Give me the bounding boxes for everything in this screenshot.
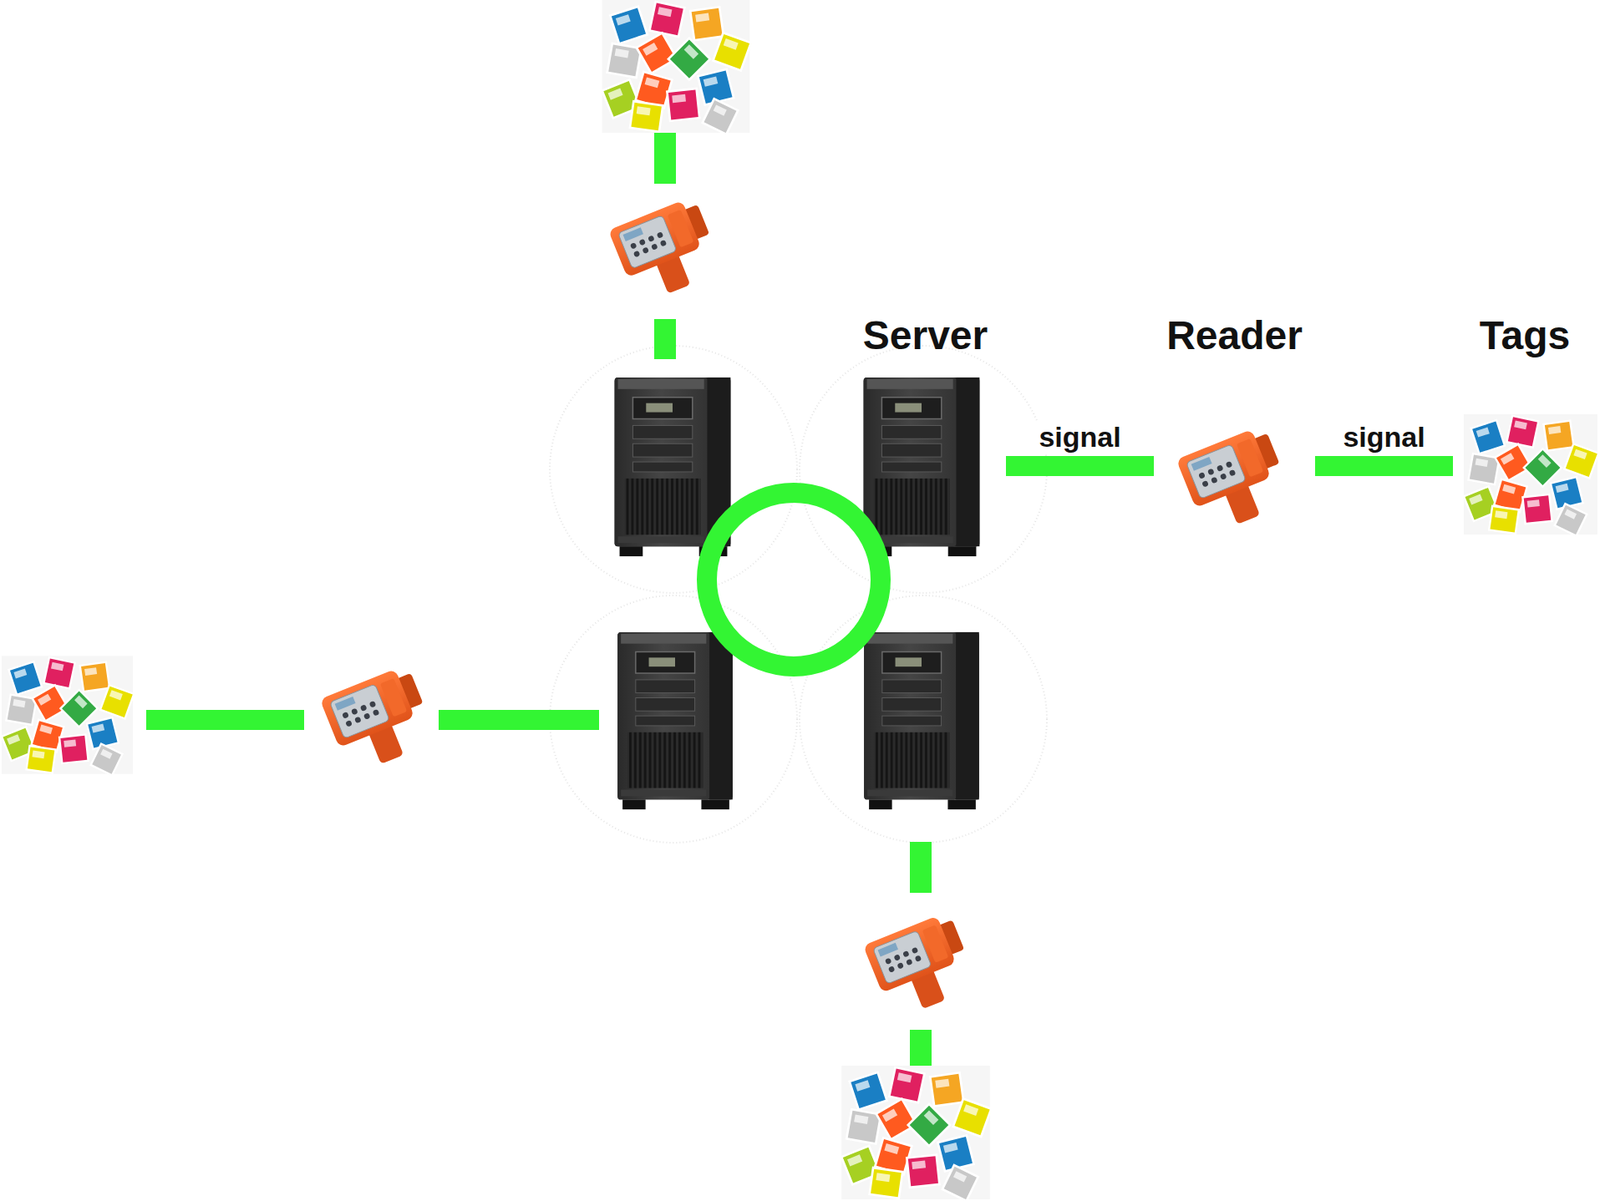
component-label: Tags xyxy=(1452,309,1597,359)
component-node: Server xyxy=(844,309,1006,569)
signal-label: signal xyxy=(1339,421,1428,453)
signal-label: signal xyxy=(1035,421,1124,453)
component-label: Server xyxy=(844,309,1006,359)
signal-line xyxy=(1005,456,1154,477)
signal-line xyxy=(1315,456,1453,477)
component-node: Reader xyxy=(1153,309,1316,544)
component-label: Reader xyxy=(1153,309,1316,359)
component-node: Tags xyxy=(1452,309,1597,569)
